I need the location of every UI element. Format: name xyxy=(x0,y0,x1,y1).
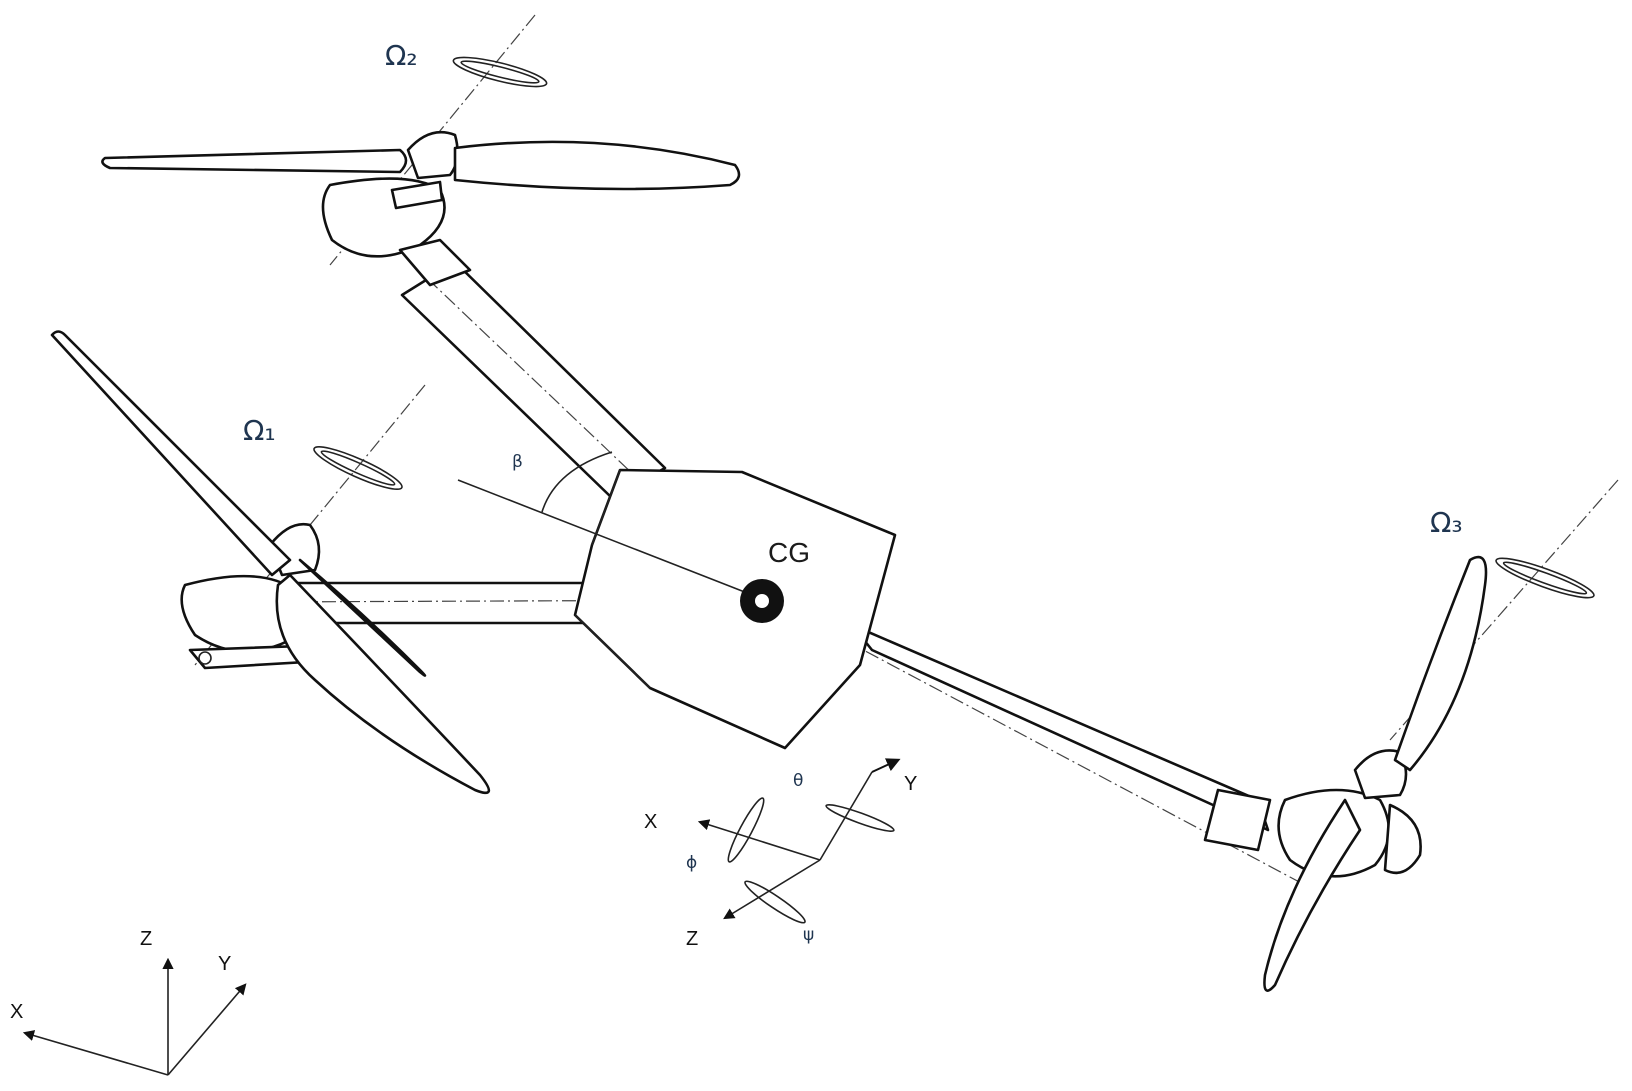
beta-angle xyxy=(457,451,761,599)
omega-2-label: Ω₂ xyxy=(385,39,418,72)
phi-label: ϕ xyxy=(686,853,697,873)
theta-label: θ xyxy=(793,771,803,791)
omega-1-label: Ω₁ xyxy=(243,414,276,447)
rotor-2-assembly xyxy=(101,56,741,287)
world-x-label: X xyxy=(10,1001,23,1023)
psi-label: ψ xyxy=(803,925,814,945)
omega-3-label: Ω₃ xyxy=(1430,506,1463,539)
world-axes-triad: Z Y X xyxy=(10,928,247,1076)
body-axes-triad: Y X Z θ ϕ ψ xyxy=(644,758,917,950)
world-y-label: Y xyxy=(218,953,231,975)
beta-label: β xyxy=(512,452,523,472)
rotor-1-assembly xyxy=(50,330,491,795)
body-y-label: Y xyxy=(904,773,917,795)
rotor-3-assembly xyxy=(1263,555,1595,992)
right-arm xyxy=(759,594,1321,894)
world-z-label: Z xyxy=(140,928,152,950)
body-x-label: X xyxy=(644,811,657,833)
cg-label: CG xyxy=(768,537,810,568)
body-z-label: Z xyxy=(686,928,698,950)
rotor-axis-lines xyxy=(194,14,1619,741)
fuselage xyxy=(573,468,897,750)
cg-marker xyxy=(740,579,784,623)
